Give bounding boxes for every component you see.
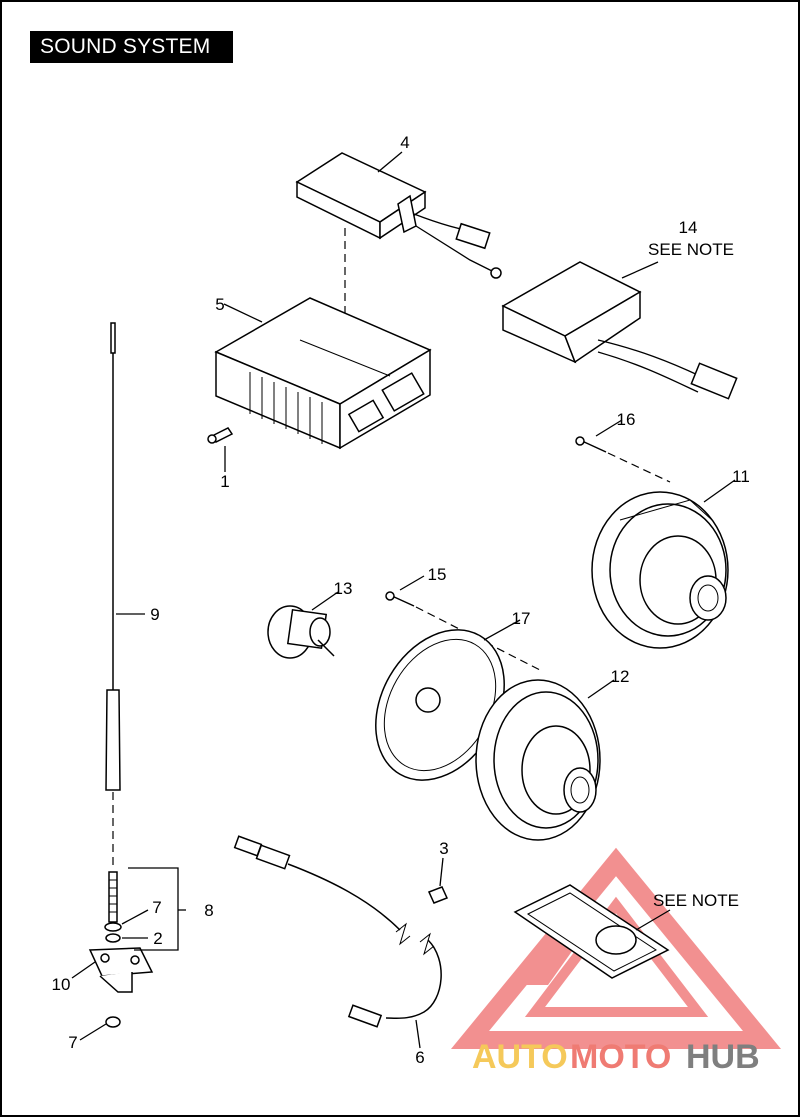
callout-1: 1 [220, 472, 229, 491]
part-6-antenna-cable [233, 835, 442, 1028]
leader-lines [71, 151, 736, 1049]
card-note: SEE NOTE [653, 891, 739, 910]
part-4-module [295, 152, 502, 279]
part-2-washer [105, 933, 121, 943]
callout-11: 11 [732, 467, 750, 486]
part-7-nut-lower [105, 1016, 121, 1028]
part-9-antenna [105, 322, 121, 791]
callout-3: 3 [439, 839, 448, 858]
callout-4: 4 [400, 133, 409, 152]
part-14-amplifier [501, 261, 738, 400]
part-16-screw [575, 436, 607, 453]
watermark-hub: HUB [686, 1038, 760, 1076]
watermark-moto: MOTO [570, 1038, 671, 1076]
callout-9: 9 [150, 605, 159, 624]
callout-15: 15 [428, 565, 447, 584]
callout-8: 8 [204, 901, 213, 920]
part-8-stud [108, 871, 118, 923]
part-1-screw [207, 427, 234, 444]
callout-2: 2 [153, 929, 162, 948]
part-12-speaker [475, 679, 601, 841]
watermark-auto: AUTO [472, 1038, 568, 1076]
note-card [513, 884, 670, 979]
callout-14-note: SEE NOTE [648, 240, 734, 259]
callout-labels: 4 5 1 14 SEE NOTE 16 11 13 15 17 12 9 7 … [52, 133, 750, 1067]
part-5-radio [214, 297, 432, 450]
callout-17: 17 [512, 609, 531, 628]
callout-14: 14 [679, 218, 698, 237]
part-13-connector [267, 605, 335, 659]
callout-13: 13 [334, 579, 353, 598]
part-3-clip [427, 886, 449, 904]
callout-12: 12 [611, 667, 630, 686]
callout-8-bracket [128, 867, 186, 951]
part-11-speaker [591, 491, 729, 649]
watermark-text: AUTO MOTO HUB [472, 1038, 760, 1076]
part-10-bracket [88, 947, 154, 993]
callout-7-lower: 7 [68, 1033, 77, 1052]
page-title: SOUND SYSTEM [30, 31, 233, 63]
callout-5: 5 [215, 295, 224, 314]
part-7-nut-upper [104, 922, 122, 932]
callout-10: 10 [52, 975, 71, 994]
callout-6: 6 [415, 1048, 424, 1067]
callout-7-upper: 7 [152, 898, 161, 917]
leader-16-11 [607, 452, 671, 483]
callout-16: 16 [617, 410, 636, 429]
part-15-screw [385, 591, 415, 607]
